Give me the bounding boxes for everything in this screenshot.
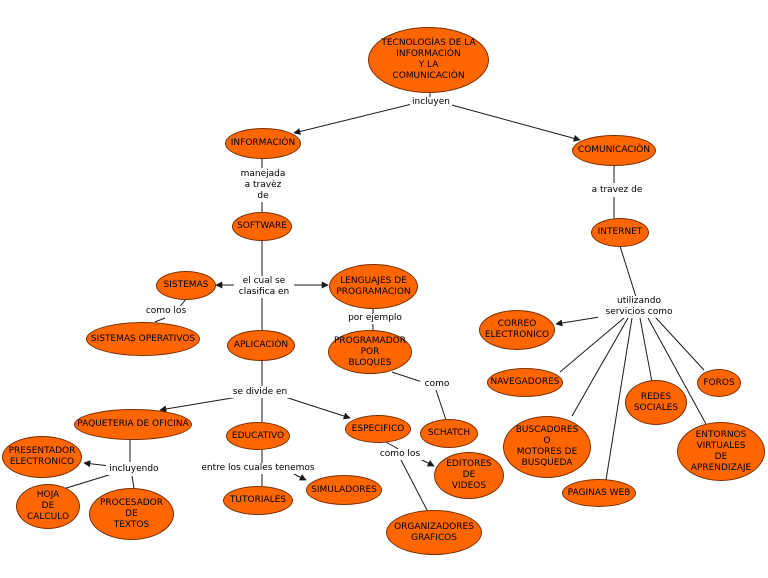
node-buscadores[interactable]: BUSCADORES O MOTORES DE BUSQUEDA bbox=[503, 416, 591, 478]
node-redes[interactable]: REDES SOCIALES bbox=[625, 380, 687, 425]
node-comunicacion[interactable]: COMUNICACIÒN bbox=[572, 135, 656, 166]
link-label-entre-los: entre los cuales tenemos bbox=[200, 463, 316, 474]
link-label-se-divide: se divide en bbox=[228, 387, 292, 398]
node-software[interactable]: SOFTWARE bbox=[232, 212, 292, 241]
link-label-manejada: manejada a travèz de bbox=[238, 169, 288, 202]
link-label-como-los-especifico: como los bbox=[376, 449, 424, 460]
node-entornos[interactable]: ENTORNOS VIRTUALES DE APRENDIZAJE bbox=[677, 422, 765, 481]
node-educativo[interactable]: EDUCATIVO bbox=[226, 422, 290, 450]
node-paginas[interactable]: PAGINAS WEB bbox=[562, 479, 636, 507]
node-correo[interactable]: CORREO ELECTRONICO bbox=[479, 310, 555, 350]
link-label-a-travez-de: a travez de bbox=[590, 185, 644, 196]
link-label-incluyen: incluyen bbox=[410, 97, 452, 108]
node-sistemas-operativos[interactable]: SISTEMAS OPERATIVOS bbox=[86, 322, 200, 356]
node-tutoriales[interactable]: TUTORIALES bbox=[223, 486, 293, 515]
node-foros[interactable]: FOROS bbox=[697, 369, 741, 397]
node-presentador[interactable]: PRESENTADOR ELECTRONICO bbox=[2, 436, 82, 478]
node-tic[interactable]: TECNOLOGÍAS DE LA INFORMACIÓN Y LA COMUN… bbox=[368, 27, 489, 93]
node-sistemas[interactable]: SISTEMAS bbox=[156, 271, 216, 300]
node-informacion[interactable]: INFORMACIÒN bbox=[225, 128, 301, 159]
node-lenguajes[interactable]: LENGUAJES DE PROGRAMACION bbox=[329, 264, 418, 309]
link-label-incluyendo: incluyendo bbox=[106, 464, 162, 475]
node-especifico[interactable]: ESPECIFICO bbox=[345, 415, 411, 443]
link-label-utilizando: utilizando servicios como bbox=[598, 296, 680, 318]
node-organizadores[interactable]: ORGANIZADORES GRAFICOS bbox=[386, 510, 482, 555]
node-paqueteria[interactable]: PAQUETERIA DE OFICINA bbox=[74, 409, 192, 440]
node-schatch[interactable]: SCHATCH bbox=[420, 419, 478, 448]
node-simuladores[interactable]: SIMULADORES bbox=[306, 475, 382, 505]
link-label-el-cual: el cual se clasifica en bbox=[234, 276, 294, 298]
node-internet[interactable]: INTERNET bbox=[591, 218, 649, 247]
node-procesador[interactable]: PROCESADOR DE TEXTOS bbox=[89, 488, 174, 540]
node-editores[interactable]: EDITORES DE VIDEOS bbox=[434, 452, 504, 499]
node-aplicacion[interactable]: APLICACIÒN bbox=[227, 330, 295, 361]
link-label-como: como bbox=[420, 379, 454, 390]
link-label-como-los-sistemas: como los bbox=[140, 306, 192, 317]
link-label-por-ejemplo: por ejemplo bbox=[346, 313, 404, 324]
node-programador[interactable]: PROGRAMADOR POR BLOQUES bbox=[328, 330, 412, 374]
node-navegadores[interactable]: NAVEGADORES bbox=[487, 368, 563, 397]
node-hoja[interactable]: HOJA DE CALCULO bbox=[16, 484, 80, 529]
